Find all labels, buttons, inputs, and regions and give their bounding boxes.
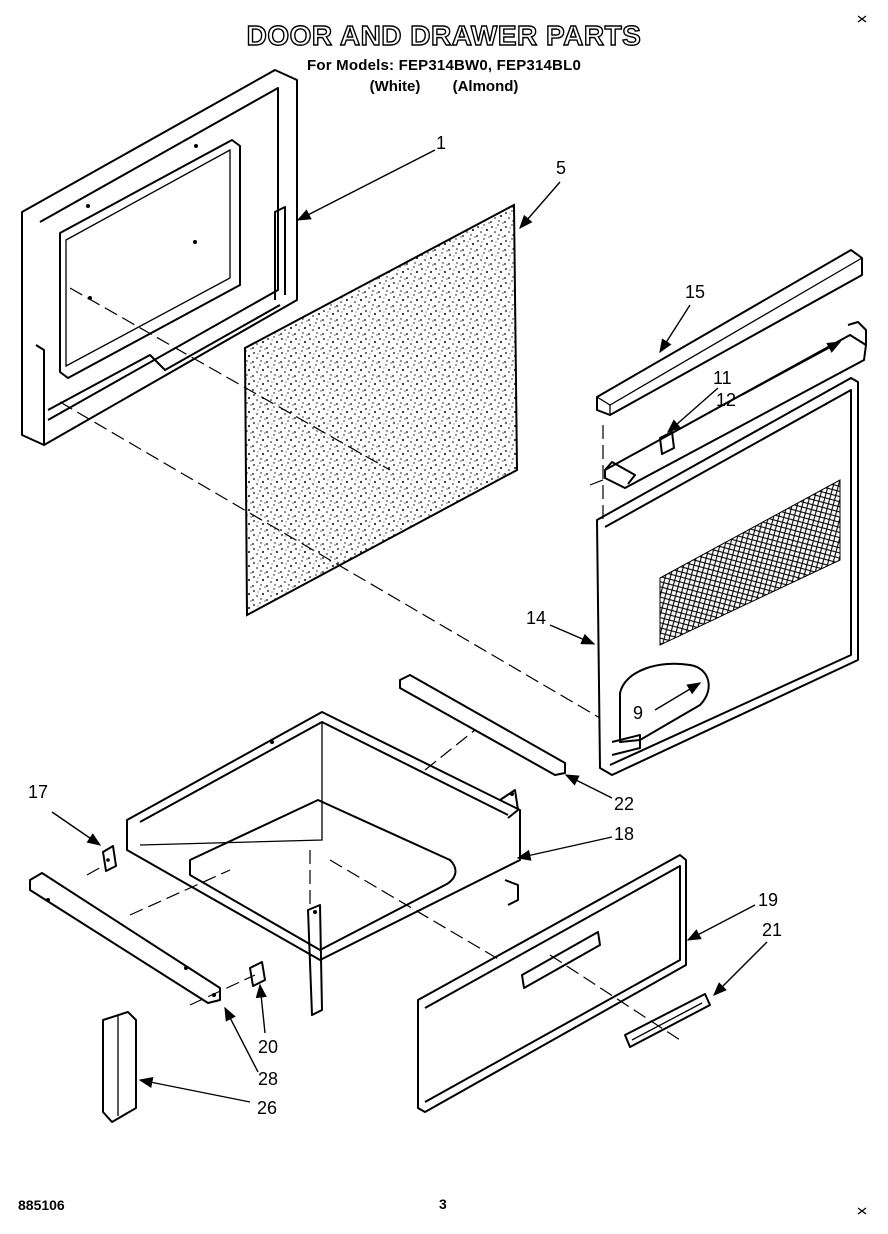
callout-21: 21 <box>762 920 782 940</box>
door-rail <box>604 321 867 489</box>
assembly-lines <box>59 287 681 1041</box>
drawer-left-bracket <box>102 845 117 872</box>
callout-28: 28 <box>258 1069 278 1089</box>
page-number: 3 <box>439 1196 447 1212</box>
outer-door-panel <box>21 69 298 446</box>
callout-26: 26 <box>257 1098 277 1118</box>
page-title: DOOR AND DRAWER PARTS <box>246 19 642 51</box>
variant-white: (White) <box>369 78 421 95</box>
variant-almond: (Almond) <box>452 78 519 95</box>
drawer-support-post <box>249 904 323 1016</box>
drawer-front-panel <box>417 854 687 1113</box>
drawer-front-frame <box>29 872 221 1004</box>
model-subtitle: For Models: FEP314BW0, FEP314BL0 <box>307 57 581 74</box>
leader-arrows <box>51 149 842 1103</box>
callout-12: 12 <box>716 390 736 410</box>
document-code: 885106 <box>18 1197 65 1213</box>
callout-22: 22 <box>614 794 634 814</box>
callout-17: 17 <box>28 782 48 802</box>
callout-5: 5 <box>556 158 566 178</box>
drawer-handle <box>624 993 711 1048</box>
registration-marks <box>857 15 867 1215</box>
door-insulation <box>243 203 519 617</box>
door-top-trim <box>596 249 863 416</box>
callout-18: 18 <box>614 824 634 844</box>
callout-1: 1 <box>436 133 446 153</box>
color-variants: (White) (Almond) <box>0 78 888 95</box>
inner-door-panel <box>596 377 859 776</box>
callout-20: 20 <box>258 1037 278 1057</box>
callout-19: 19 <box>758 890 778 910</box>
drawer-box <box>126 711 521 961</box>
callout-11: 11 <box>713 368 732 388</box>
callout-9: 9 <box>633 703 643 723</box>
door-clip <box>659 431 675 455</box>
callout-numbers: 1 5 15 11 12 14 9 17 22 18 19 21 20 28 2… <box>28 133 782 1118</box>
drawer-slide-rail <box>399 674 566 776</box>
callout-15: 15 <box>685 282 705 302</box>
side-trim-piece <box>102 1011 137 1123</box>
callout-14: 14 <box>526 608 546 628</box>
